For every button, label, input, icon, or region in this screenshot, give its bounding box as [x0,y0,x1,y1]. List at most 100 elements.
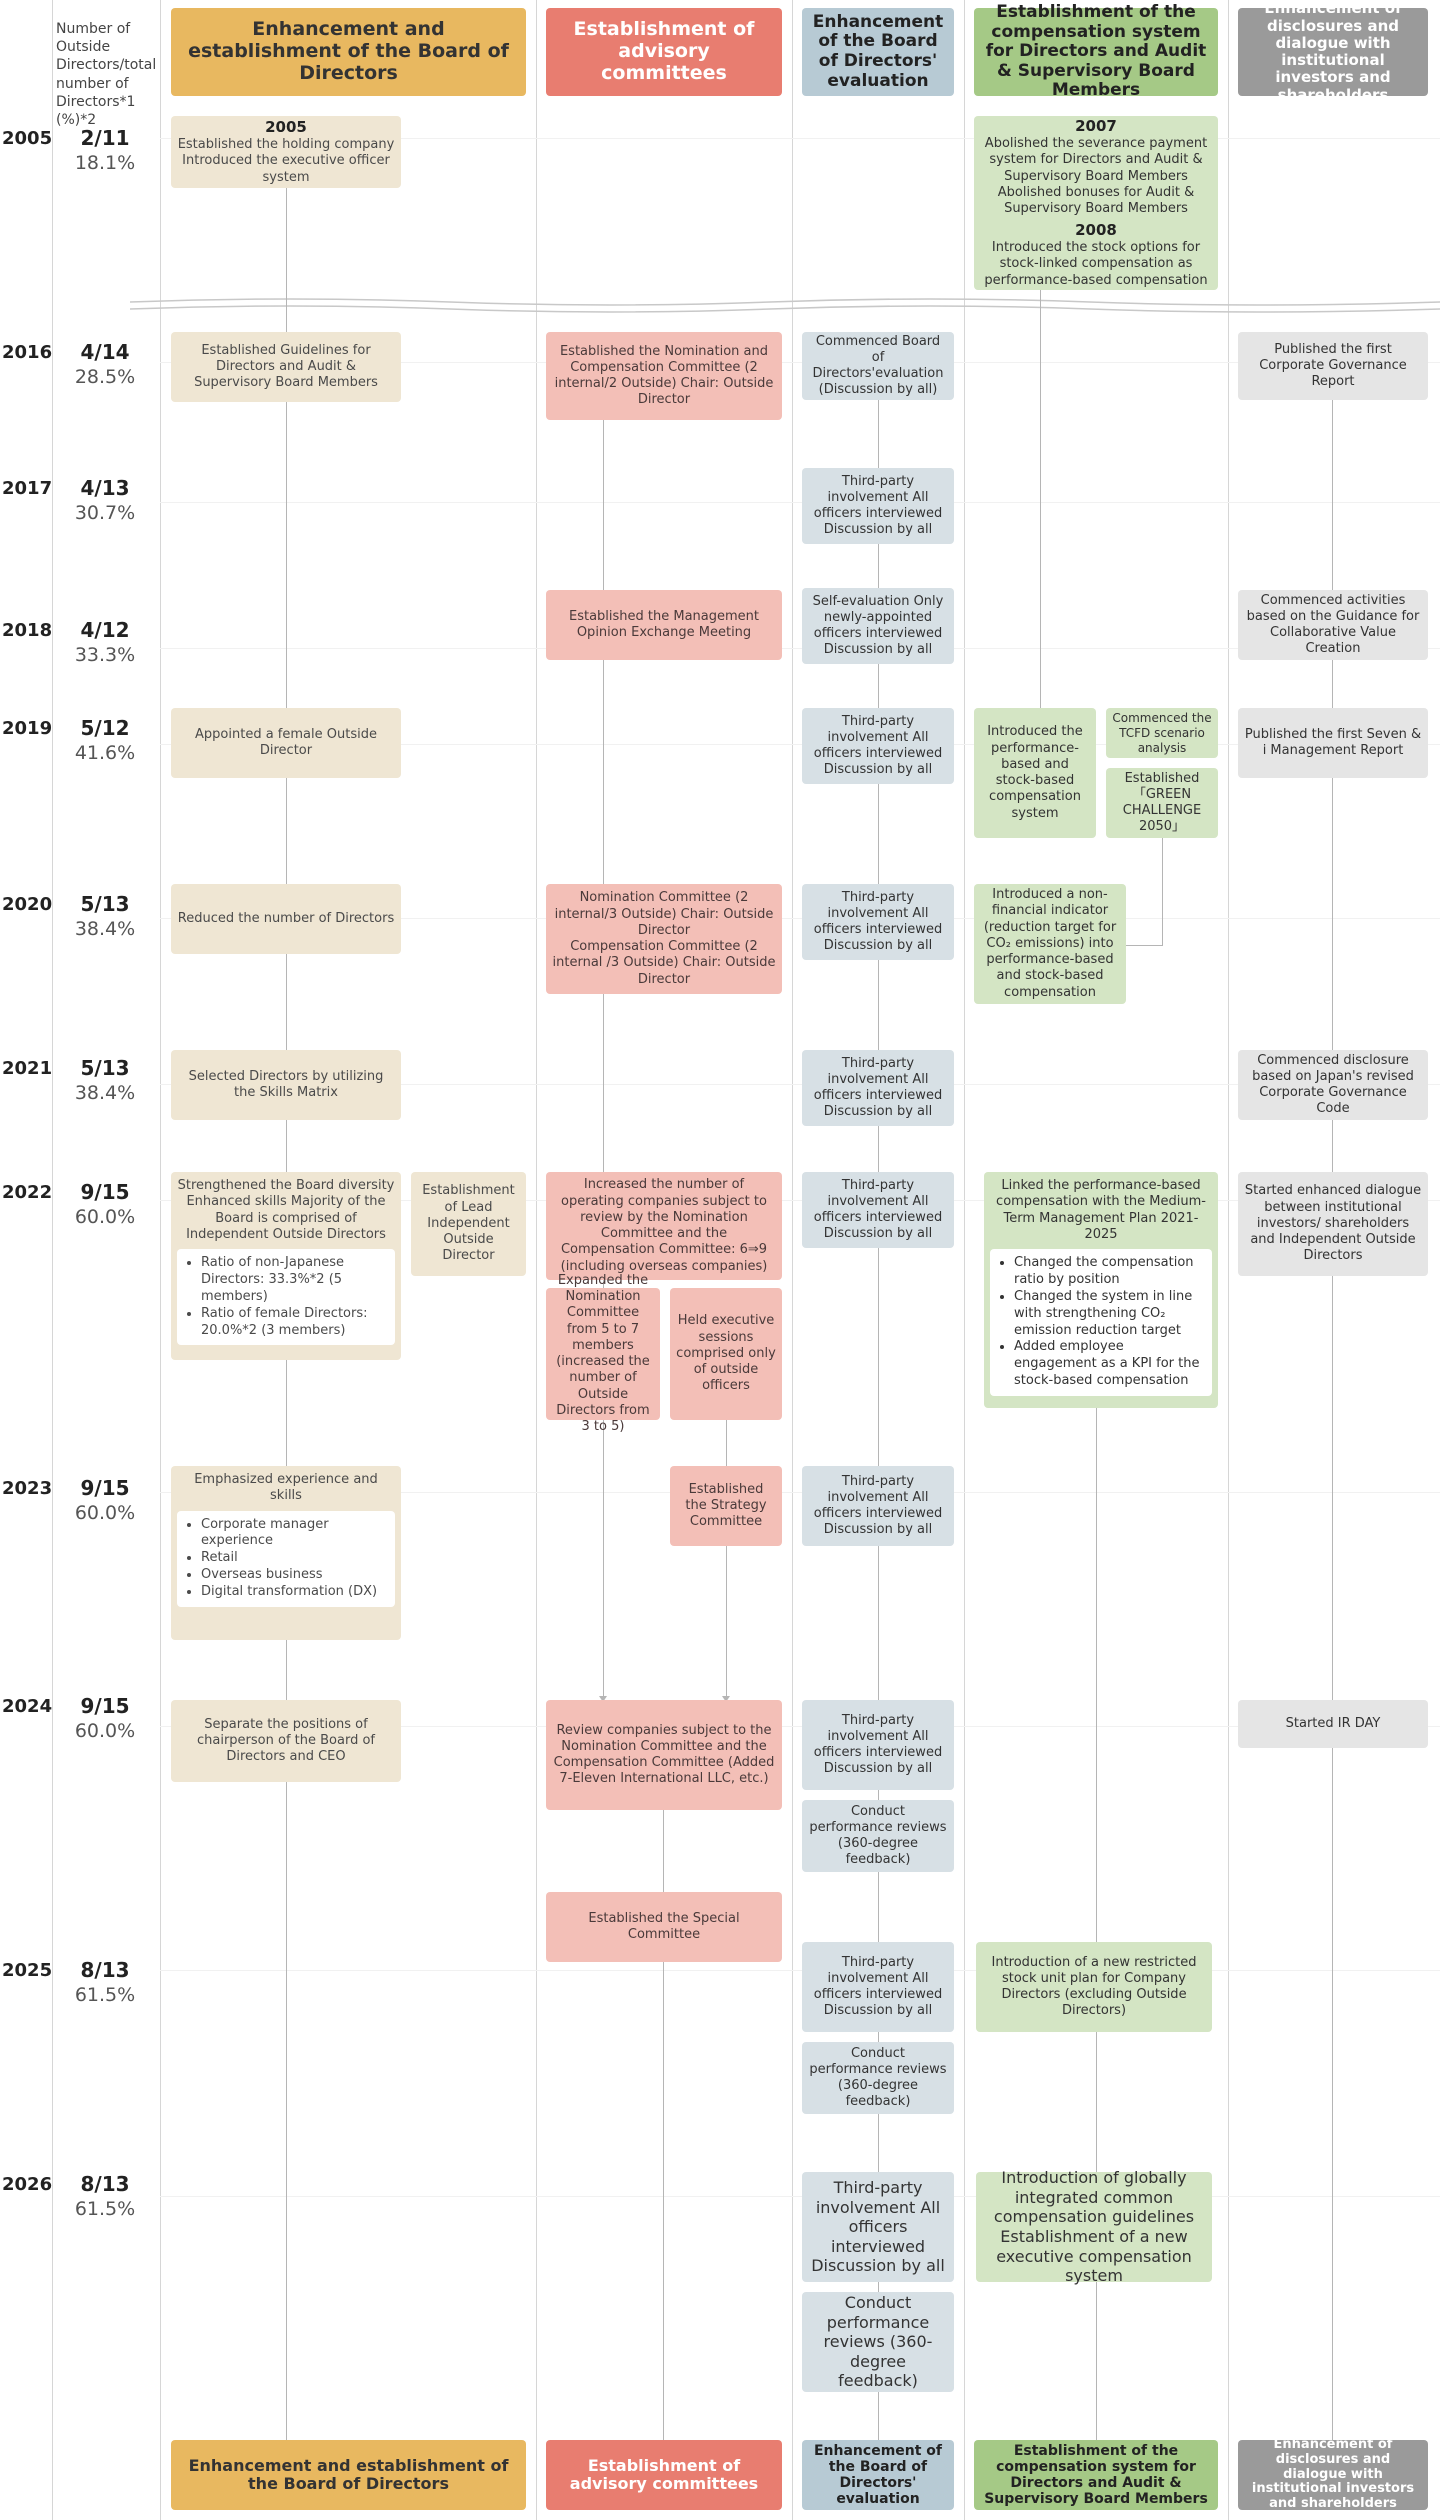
outside-director-ratio: 60.0% [74,1502,136,1524]
advisory-connector [603,420,604,1698]
col-divider [52,0,53,2520]
footer-evaluation: Enhancement of the Board of Directors' e… [802,2440,954,2510]
col-divider [792,0,793,2520]
evaluation-2018: Self-evaluation Only newly-appointed off… [802,588,954,664]
board-2023: Emphasized experience and skills Corpora… [171,1466,401,1640]
outside-director-ratio: 60.0% [74,1206,136,1228]
evaluation-2019: Third-party involvement All officers int… [802,708,954,784]
disclosure-2018: Commenced activities based on the Guidan… [1238,590,1428,660]
advisory-2022-main: Increased the number of operating compan… [546,1172,782,1280]
col-divider [160,0,161,2520]
green-connector [1162,838,1163,946]
meeting-date: 4/13 [80,476,130,500]
row-line [160,1200,1440,1201]
col-divider [1228,0,1229,2520]
compensation-2019-tcfd: Commenced the TCFD scenario analysis [1106,708,1218,758]
disclosure-connector [1332,400,1333,2440]
row-line [160,362,1440,363]
list-item: Ratio of non-Japanese Directors: 33.3%*2… [201,1255,387,1306]
list-item: Changed the system in line with strength… [1014,1289,1204,1340]
evaluation-2025-360: Conduct performance reviews (360-degree … [802,2042,954,2114]
meeting-date: 8/13 [80,1958,130,1982]
row-line [160,918,1440,919]
compensation-2026: Introduction of globally integrated comm… [976,2168,1212,2285]
outside-director-ratio: 60.0% [74,1720,136,1742]
meeting-date: 5/13 [80,892,130,916]
advisory-2022-expand: Expanded the Nomination Committee from 5… [546,1273,660,1434]
row-line [160,744,1440,745]
meeting-date: 5/13 [80,1056,130,1080]
year-label: 2026 [2,2174,53,2195]
row-line [160,502,1440,503]
meeting-date: 5/12 [80,716,130,740]
disclosure-2022: Started enhanced dialogue between instit… [1238,1172,1428,1276]
disclosure-2024: Started IR DAY [1238,1700,1428,1748]
footer-advisory: Establishment of advisory committees [546,2440,782,2510]
arrow-down-icon [722,1696,730,1702]
board-2022-list: Ratio of non-Japanese Directors: 33.3%*2… [177,1249,395,1346]
timeline-break-icon [130,298,1440,313]
advisory-2023: Established the Strategy Committee [670,1466,782,1546]
compensation-connector [1040,290,1041,730]
meeting-date: 9/15 [80,1694,130,1718]
meeting-date: 2/11 [80,126,130,150]
row-line [160,1492,1440,1493]
evaluation-2017: Third-party involvement All officers int… [802,468,954,544]
year-label: 2018 [2,620,53,641]
list-item: Digital transformation (DX) [201,1584,387,1601]
meeting-date: 4/14 [80,340,130,364]
advisory-connector [726,1420,727,1698]
row-line [160,1726,1440,1727]
advisory-2020-compensation: Compensation Committee (2 internal /3 Ou… [552,939,776,987]
list-item: Overseas business [201,1567,387,1584]
list-item: Changed the compensation ratio by positi… [1014,1255,1204,1289]
outside-director-ratio: 61.5% [74,1984,136,2006]
year-label: 2022 [2,1182,53,1203]
outside-director-ratio: 38.4% [74,918,136,940]
evaluation-connector [878,400,879,2440]
meeting-date: 9/15 [80,1180,130,1204]
board-2019: Appointed a female Outside Director [171,708,401,778]
compensation-2022: Linked the performance-based compensatio… [984,1172,1218,1408]
evaluation-2021: Third-party involvement All officers int… [802,1050,954,1126]
evaluation-2024-360: Conduct performance reviews (360-degree … [802,1800,954,1872]
footer-disclosure: Enhancement of disclosures and dialogue … [1238,2437,1428,2511]
board-2023-list: Corporate manager experience Retail Over… [177,1510,395,1607]
compensation-2020: Introduced a non-financial indicator (re… [974,884,1126,1004]
advisory-connector [663,1810,664,2440]
outside-director-ratio: 30.7% [74,502,136,524]
row-line [160,2196,1440,2197]
compensation-2019: Introduced the performance-based and sto… [974,708,1096,838]
board-2022: Strengthened the Board diversity Enhance… [171,1172,401,1360]
year-label: 2020 [2,894,53,915]
meeting-date: 9/15 [80,1476,130,1500]
evaluation-2023: Third-party involvement All officers int… [802,1466,954,1546]
sub-year: 2005 [265,118,307,137]
evaluation-2024-third-party: Third-party involvement All officers int… [802,1700,954,1790]
evaluation-2025-third-party: Third-party involvement All officers int… [802,1942,954,2032]
year-label: 2019 [2,718,53,739]
compensation-2022-list: Changed the compensation ratio by positi… [990,1249,1212,1397]
footer-compensation: Establishment of the compensation system… [974,2440,1218,2510]
col-divider [964,0,965,2520]
board-2016: Established Guidelines for Directors and… [171,332,401,402]
list-item: Corporate manager experience [201,1517,387,1551]
advisory-2020-nomination: Nomination Committee (2 internal/3 Outsi… [554,890,774,938]
advisory-2016: Established the Nomination and Compensat… [546,332,782,420]
outside-director-ratio: 18.1% [74,152,136,174]
list-item: Added employee engagement as a KPI for t… [1014,1339,1204,1390]
year-label: 2021 [2,1058,53,1079]
outside-director-ratio: 61.5% [74,2198,136,2220]
compensation-connector [1096,1408,1097,2440]
evaluation-2016: Commenced Board of Directors'evaluation … [802,332,954,400]
disclosure-2019: Published the first Seven & i Management… [1238,708,1428,778]
meeting-date: 8/13 [80,2172,130,2196]
year-label: 2017 [2,478,53,499]
year-label: 2025 [2,1960,53,1981]
list-item: Ratio of female Directors: 20.0%*2 (3 me… [201,1306,387,1340]
board-2023-title: Emphasized experience and skills [194,1472,378,1504]
board-2022-title: Strengthened the Board diversity Enhance… [177,1178,395,1242]
outside-director-ratio: 33.3% [74,644,136,666]
evaluation-2026-third-party: Third-party involvement All officers int… [802,2172,954,2282]
